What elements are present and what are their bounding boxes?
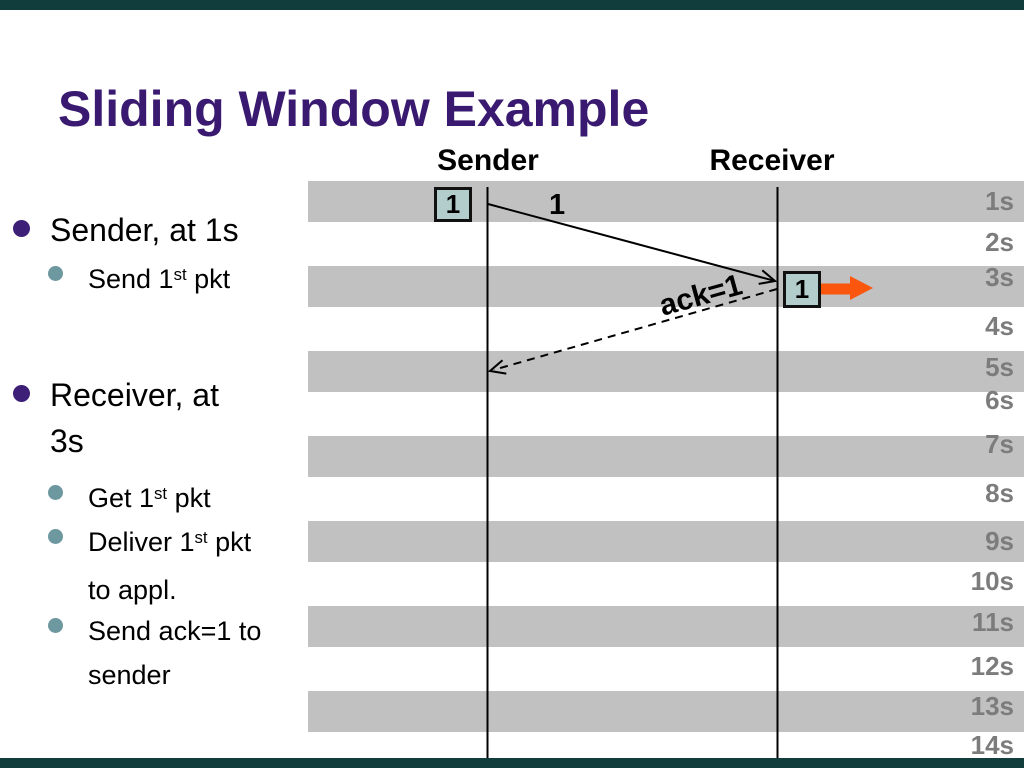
timeline-gray-bar xyxy=(308,181,1024,222)
text-part: Receiver, at xyxy=(50,377,219,413)
text-part: Send 1 xyxy=(88,264,174,294)
ack-dashed-arrow xyxy=(493,288,778,371)
timeline-gray-bar xyxy=(308,606,1024,647)
deliver-right-arrow-icon xyxy=(820,276,873,300)
bullet-dot-icon xyxy=(48,266,63,281)
bullet-text: Sender, at 1s xyxy=(50,207,239,253)
text-part: to appl. xyxy=(88,575,177,605)
text-part: Send ack=1 to xyxy=(88,616,262,646)
text-part: sender xyxy=(88,660,171,690)
time-label: 9s xyxy=(985,526,1014,556)
text-part: Deliver 1 xyxy=(88,527,195,557)
time-label: 4s xyxy=(985,311,1014,341)
time-label: 1s xyxy=(985,186,1014,216)
timeline-gray-bar xyxy=(308,266,1024,307)
time-label: 12s xyxy=(970,651,1014,681)
timeline-gray-bar xyxy=(308,436,1024,477)
bullet-dot-icon xyxy=(13,385,30,402)
data-packet-arrow xyxy=(487,203,776,282)
receiver-column-header: Receiver xyxy=(709,144,835,177)
data-packet-arrow-label: 1 xyxy=(549,189,566,221)
time-label: 2s xyxy=(985,227,1014,257)
sender-column-header: Sender xyxy=(437,144,539,177)
text-part: pkt xyxy=(167,483,211,513)
time-label: 10s xyxy=(970,566,1014,596)
top-edge-bar xyxy=(0,0,1024,10)
bottom-edge-bar xyxy=(0,758,1024,768)
text-part: pkt xyxy=(186,264,231,294)
timeline-gray-bar xyxy=(308,351,1024,392)
sender-packet-box: 1 xyxy=(434,187,472,222)
bullet-text: Receiver, at 3s xyxy=(50,372,219,464)
text-part: pkt xyxy=(207,527,252,557)
timeline-gray-bar xyxy=(308,521,1024,562)
slide-title: Sliding Window Example xyxy=(58,81,650,137)
time-label: 3s xyxy=(985,262,1014,292)
text-part: Get 1 xyxy=(88,483,155,513)
superscript-text: st xyxy=(154,484,168,504)
time-label: 6s xyxy=(985,385,1014,415)
bullet-text: Get 1st pkt xyxy=(88,476,211,524)
bullet-dot-icon xyxy=(48,485,63,500)
time-label: 8s xyxy=(985,478,1014,508)
timeline-gray-bar xyxy=(308,691,1024,732)
bullet-dot-icon xyxy=(48,618,63,633)
time-label: 7s xyxy=(985,429,1014,459)
bullet-dot-icon xyxy=(13,220,30,237)
time-label: 13s xyxy=(970,691,1014,721)
data-packet-arrowhead-icon xyxy=(758,269,778,285)
bullet-text: Send 1st pkt xyxy=(88,257,230,305)
time-label: 11s xyxy=(972,607,1014,637)
receiver-packet-box: 1 xyxy=(783,271,821,308)
superscript-text: st xyxy=(173,265,187,285)
text-part: 3s xyxy=(50,423,84,459)
time-label: 14s xyxy=(970,730,1014,760)
text-part: Sender, at 1s xyxy=(50,212,239,248)
superscript-text: st xyxy=(194,528,208,548)
bullet-text: Send ack=1 to sender xyxy=(88,609,261,697)
time-label: 5s xyxy=(985,352,1014,382)
bullet-dot-icon xyxy=(48,529,63,544)
bullet-text: Deliver 1st pkt to appl. xyxy=(88,520,251,612)
ack-arrowhead-icon xyxy=(487,359,507,375)
